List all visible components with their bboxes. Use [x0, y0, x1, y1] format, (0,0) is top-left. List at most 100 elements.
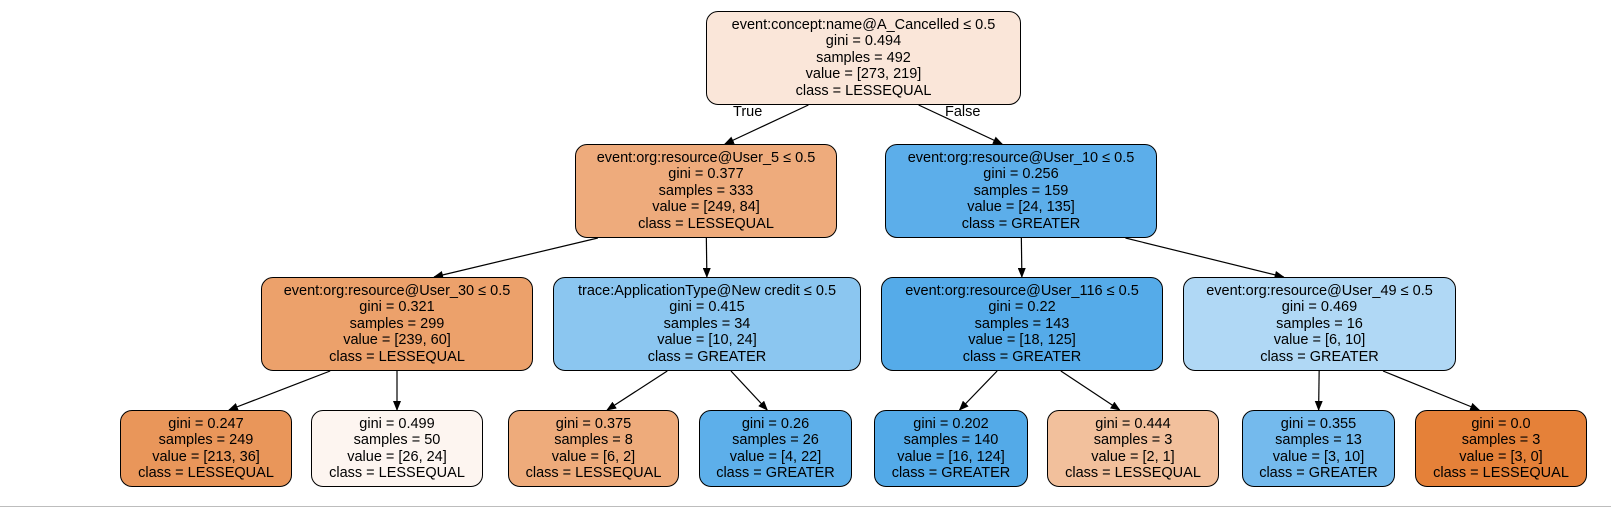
node-split-text: event:org:resource@User_116 ≤ 0.5	[905, 282, 1139, 299]
node-class-text: class = GREATER	[961, 215, 1081, 232]
node-value-text: value = [3, 10]	[1272, 448, 1365, 465]
node-class-text: class = LESSEQUAL	[638, 215, 774, 232]
node-samples-text: samples = 299	[349, 315, 445, 332]
edge-n0-n2	[918, 104, 1004, 145]
edge-n4-n9	[606, 370, 668, 411]
edge-n6-n13	[1314, 370, 1323, 411]
node-value-text: value = [3, 0]	[1459, 448, 1543, 465]
node-class-text: class = LESSEQUAL	[329, 348, 465, 365]
node-value-text: value = [10, 24]	[657, 332, 757, 349]
node-value-text: value = [24, 135]	[967, 199, 1075, 216]
node-class-text: class = GREATER	[716, 465, 835, 481]
node-split-text: event:org:resource@User_30 ≤ 0.5	[283, 282, 511, 299]
node-split-text: event:concept:name@A_Cancelled ≤ 0.5	[731, 16, 996, 33]
node-gini-text: gini = 0.22	[988, 299, 1056, 316]
edge-n6-n14	[1382, 370, 1481, 411]
node-class-text: class = GREATER	[891, 465, 1011, 481]
node-value-text: value = [6, 2]	[551, 448, 636, 465]
node-gini-text: gini = 0.415	[669, 299, 745, 316]
edge-n1-n3	[433, 237, 598, 279]
edge-n3-n7	[227, 370, 331, 411]
node-value-text: value = [26, 24]	[347, 448, 447, 465]
node-gini-text: gini = 0.375	[555, 415, 632, 432]
node-samples-text: samples = 333	[658, 182, 754, 199]
node-gini-text: gini = 0.0	[1471, 415, 1531, 432]
node-class-text: class = LESSEQUAL	[1065, 465, 1201, 481]
node-value-text: value = [18, 125]	[968, 332, 1076, 349]
node-class-text: class = LESSEQUAL	[329, 465, 465, 481]
node-samples-text: samples = 34	[663, 315, 751, 332]
edge-label-false: False	[945, 104, 981, 120]
node-gini-text: gini = 0.494	[825, 33, 902, 50]
node-class-text: class = GREATER	[647, 348, 767, 365]
node-samples-text: samples = 26	[732, 432, 819, 448]
node-samples-text: samples = 492	[816, 49, 911, 66]
node-gini-text: gini = 0.377	[668, 166, 744, 183]
node-samples-text: samples = 143	[974, 315, 1070, 332]
node-gini-text: gini = 0.321	[359, 299, 435, 316]
node-samples-text: samples = 50	[353, 432, 441, 448]
node-value-text: value = [273, 219]	[805, 66, 922, 83]
node-class-text: class = LESSEQUAL	[525, 465, 662, 481]
node-gini-text: gini = 0.355	[1280, 415, 1357, 432]
node-class-text: class = LESSEQUAL	[138, 465, 274, 481]
node-class-text: class = LESSEQUAL	[795, 82, 932, 99]
edge-n2-n6	[1125, 237, 1285, 279]
node-split-text: event:org:resource@User_10 ≤ 0.5	[907, 149, 1135, 166]
node-value-text: value = [2, 1]	[1091, 448, 1175, 465]
node-gini-text: gini = 0.247	[168, 415, 244, 432]
node-value-text: value = [4, 22]	[729, 448, 822, 465]
node-samples-text: samples = 159	[973, 182, 1069, 199]
node-samples-text: samples = 16	[1276, 315, 1363, 332]
edge-label-true: True	[733, 104, 763, 120]
node-value-text: value = [6, 10]	[1273, 332, 1366, 349]
node-gini-text: gini = 0.202	[913, 415, 989, 432]
node-split-text: event:org:resource@User_49 ≤ 0.5	[1206, 282, 1433, 299]
node-samples-text: samples = 140	[903, 432, 999, 448]
edge-n4-n10	[730, 370, 768, 411]
node-value-text: value = [16, 124]	[897, 448, 1005, 465]
edge-n1-n4	[702, 237, 711, 278]
edge-n5-n12	[1060, 370, 1121, 411]
node-value-text: value = [213, 36]	[152, 448, 260, 465]
node-samples-text: samples = 8	[554, 432, 633, 448]
node-gini-text: gini = 0.26	[741, 415, 810, 432]
edge-n2-n5	[1017, 237, 1026, 278]
node-gini-text: gini = 0.444	[1095, 415, 1171, 432]
bottom-divider	[0, 506, 1611, 507]
node-value-text: value = [239, 60]	[343, 332, 451, 349]
node-class-text: class = GREATER	[1259, 465, 1378, 481]
node-gini-text: gini = 0.499	[359, 415, 435, 432]
node-class-text: class = GREATER	[1260, 348, 1379, 365]
edge-n5-n11	[958, 370, 998, 411]
node-gini-text: gini = 0.469	[1281, 299, 1358, 316]
node-gini-text: gini = 0.256	[983, 166, 1059, 183]
node-samples-text: samples = 249	[158, 432, 254, 448]
node-split-text: trace:ApplicationType@New credit ≤ 0.5	[577, 282, 837, 299]
node-value-text: value = [249, 84]	[652, 199, 760, 216]
node-samples-text: samples = 3	[1093, 432, 1173, 448]
node-class-text: class = LESSEQUAL	[1433, 465, 1569, 481]
edge-n0-n1	[723, 104, 809, 145]
node-split-text: event:org:resource@User_5 ≤ 0.5	[596, 149, 816, 166]
node-class-text: class = GREATER	[962, 348, 1082, 365]
node-samples-text: samples = 13	[1275, 432, 1362, 448]
node-samples-text: samples = 3	[1461, 432, 1541, 448]
